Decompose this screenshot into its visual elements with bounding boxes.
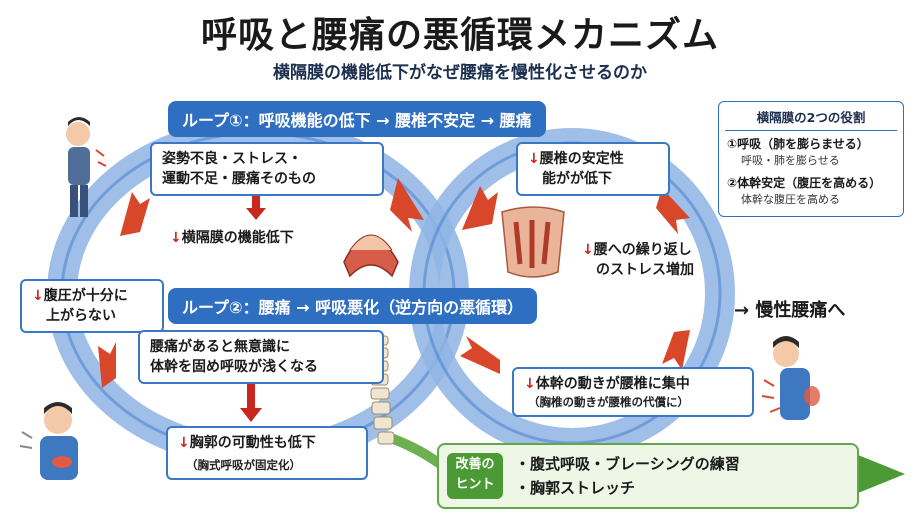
hint-badge: 改善の ヒント (447, 453, 503, 499)
hint-badge-line1: 改善の (455, 457, 495, 472)
lumbar-stability-line1: 腰椎の安定性 (539, 151, 624, 167)
hint-item-breathing: ・腹式呼吸・ブレーシングの練習 (515, 455, 740, 473)
down-arrow: ↓ (528, 151, 540, 167)
flow-arrows (98, 178, 690, 388)
lumbar-stability-box: ↓腰椎の安定性 能がが低下 (516, 142, 670, 196)
flow-arrow (120, 192, 150, 236)
flow-arrow (98, 342, 116, 388)
pain-guarding-box: 腰痛があると無意識に 体幹を固め呼吸が浅くなる (138, 330, 384, 384)
trunk-movement-subtext: （胸椎の動きが腰椎の代償に） (528, 395, 689, 409)
hint-item-stretch: ・胸郭ストレッチ (515, 479, 636, 497)
flow-arrow (662, 330, 690, 370)
down-arrows (240, 194, 266, 422)
down-arrow: ↓ (32, 288, 44, 304)
flow-arrow (460, 336, 500, 374)
page-title: 呼吸と腰痛の悪循環メカニズム (200, 15, 719, 56)
flow-arrow (390, 178, 424, 232)
down-arrow: ↓ (178, 435, 190, 451)
role1-title: ①呼吸（肺を膨らませる） (727, 137, 869, 151)
trunk-movement-box: ↓体幹の動きが腰椎に集中 （胸椎の動きが腰椎の代償に） (512, 367, 754, 417)
stress-line1: 腰への繰り返し (593, 242, 692, 258)
stress-line2: のストレス増加 (596, 262, 694, 278)
person-lower-back-pain-illustration (761, 336, 820, 420)
roles-heading: 横隔膜の2つの役割 (756, 110, 866, 125)
person-back-pain-illustration (66, 117, 107, 217)
loop1-banner: ループ①：呼吸機能の低下 → 腰椎不安定 → 腰痛 (168, 101, 546, 137)
role1-subtitle: 呼吸・肺を膨らせる (741, 154, 840, 167)
flow-arrow (656, 188, 690, 234)
pressure-line2: 上がらない (46, 308, 116, 324)
hint-badge-line2: ヒント (455, 477, 495, 492)
trunk-movement-text: 体幹の動きが腰椎に集中 (535, 376, 690, 392)
green-arrow-head (858, 455, 905, 493)
rib-mobility-subtext: （胸式呼吸が固定化） (186, 458, 301, 472)
loop2-banner: ループ②：腰痛 → 呼吸悪化（逆方向の悪循環） (168, 288, 538, 324)
down-arrow: ↓ (524, 376, 536, 392)
rib-mobility-box: ↓胸郭の可動性も低下 （胸式呼吸が固定化） (166, 426, 368, 480)
chronic-pain-label: → 慢性腰痛へ (734, 300, 846, 321)
cause-box: 姿勢不良・ストレス・ 運動不足・腰痛そのもの (150, 142, 384, 196)
role2-subtitle: 体幹な腹圧を高める (741, 193, 840, 206)
stress-increase-label: ↓腰への繰り返し のストレス増加 (582, 240, 694, 280)
page-subtitle: 横隔膜の機能低下がなぜ腰痛を慢性化させるのか (273, 63, 647, 83)
role2-title: ②体幹安定（腹圧を高める） (727, 176, 882, 190)
flow-arrow (462, 186, 498, 230)
cause-text-line1: 姿勢不良・ストレス・ (162, 151, 302, 167)
core-muscle-illustration (501, 206, 565, 278)
person-stomach-pain-illustration (19, 402, 78, 480)
diaphragm-decline-text: 横隔膜の機能低下 (181, 230, 294, 246)
diaphragm-roles-panel: 横隔膜の2つの役割 ①呼吸（肺を膨らませる） 呼吸・肺を膨らせる ②体幹安定（腹… (718, 101, 904, 217)
down-arrow: ↓ (582, 242, 594, 258)
rib-mobility-text: 胸郭の可動性も低下 (189, 435, 316, 451)
improvement-hint-box: 改善の ヒント ・腹式呼吸・ブレーシングの練習 ・胸郭ストレッチ (437, 443, 859, 509)
pain-line1: 腰痛があると無意識に (150, 339, 290, 355)
cause-text-line2: 運動不足・腰痛そのもの (162, 171, 316, 187)
lumbar-stability-line2: 能がが低下 (542, 171, 612, 187)
pain-line2: 体幹を固め呼吸が浅くなる (150, 359, 318, 375)
pressure-line1: 腹圧が十分に (43, 288, 128, 304)
down-arrow: ↓ (170, 230, 182, 246)
abdominal-pressure-box: ↓腹圧が十分に 上がらない (20, 279, 164, 333)
diaphragm-decline-label: ↓横隔膜の機能低下 (170, 228, 294, 248)
diaphragm-illustration (343, 234, 399, 278)
